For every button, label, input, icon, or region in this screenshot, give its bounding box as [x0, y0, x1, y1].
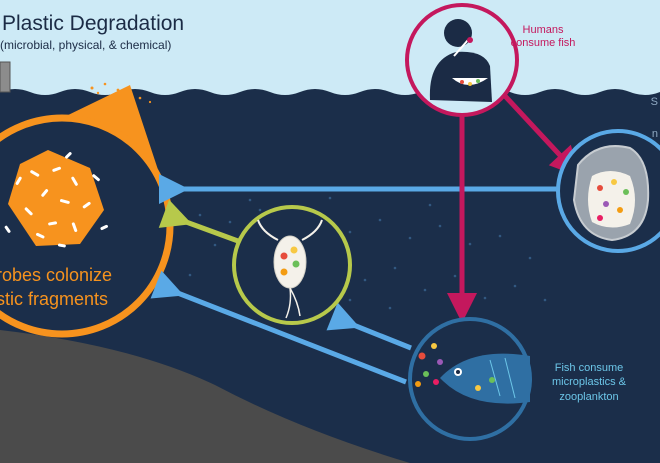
page-subtitle: (microbial, physical, & chemical) — [0, 38, 172, 52]
microplastic-particles — [415, 343, 443, 387]
microbe-cluster-icon — [4, 150, 108, 248]
label-edge-top: S — [650, 96, 658, 108]
fish-icon — [440, 353, 530, 404]
zooplankton-icon — [257, 219, 323, 319]
arrow-fish-to-microbes — [150, 270, 407, 385]
label-microbes-colonize: robes colonize stic fragments — [0, 263, 112, 312]
arrow-human-to-oyster — [503, 94, 581, 177]
oyster-icon — [572, 145, 650, 242]
label-fish-consume: Fish consume microplastics & zooplankton — [552, 362, 626, 403]
label-microbes-line-2: stic fragments — [0, 289, 109, 310]
label-microbes-line-1: robes colonize — [0, 265, 113, 285]
plastic-item-icon — [0, 61, 11, 93]
human-eating-icon — [429, 19, 492, 102]
label-edge-mid: n — [651, 128, 658, 140]
page-title: Plastic Degradation — [2, 12, 185, 35]
arrow-fish-to-zooplankton — [326, 302, 412, 351]
arrow-zooplankton-to-microbes — [158, 199, 239, 244]
label-humans-consume-fish: Humans consume fish — [510, 24, 576, 49]
sky — [0, 0, 660, 95]
seafloor — [0, 330, 410, 463]
